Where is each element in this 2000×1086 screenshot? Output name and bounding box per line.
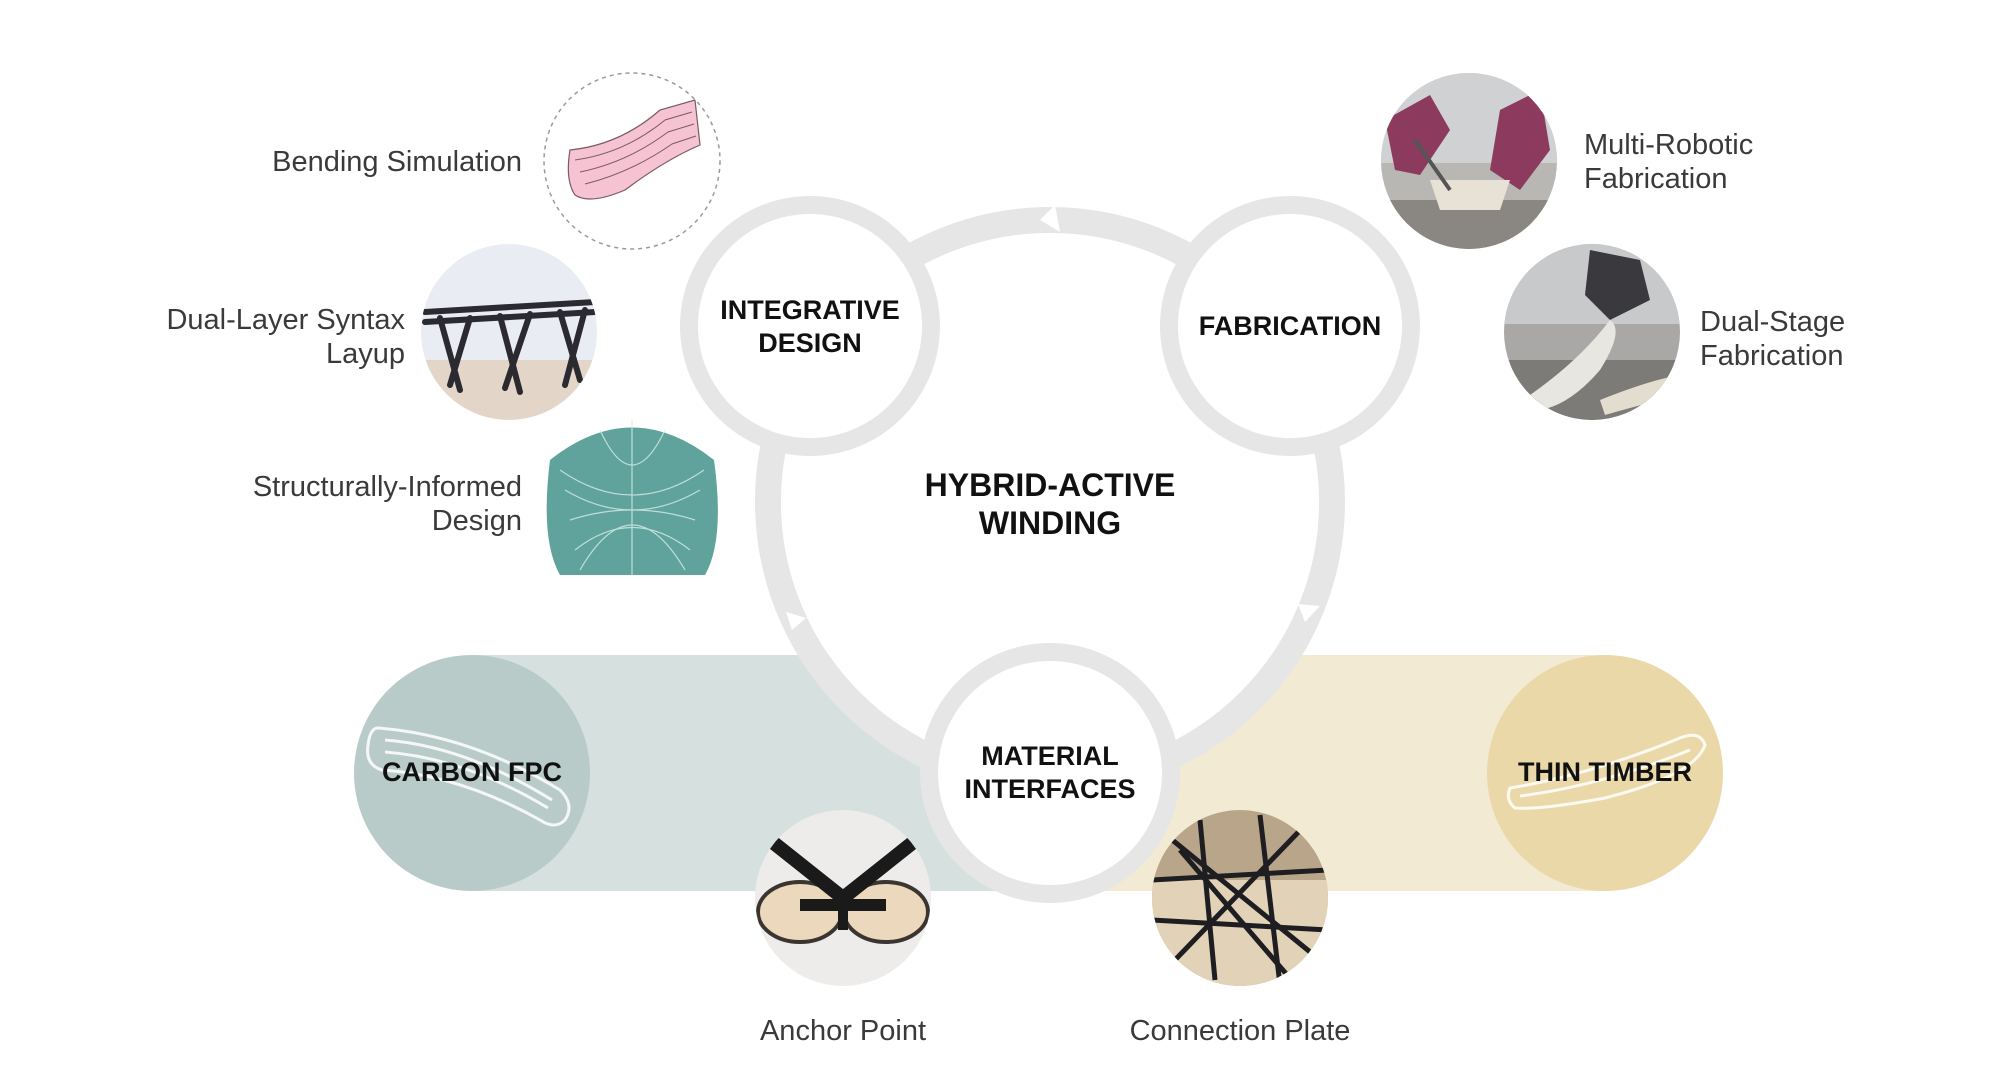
fabrication-label: FABRICATION (1180, 310, 1400, 343)
design-item-syntax: Dual-Layer Syntax Layup (105, 303, 405, 371)
fabrication-item-multi-robotic: Multi-Robotic Fabrication (1584, 128, 1844, 196)
node-fabrication (1160, 196, 1420, 456)
multi-robotic-photo (1381, 73, 1557, 249)
design-item-structural-line1: Structurally-Informed (252, 471, 522, 503)
thin-timber-label: THIN TIMBER (1518, 757, 1692, 787)
syntax-layup-thumbnail (421, 244, 597, 420)
anchor-point-photo (755, 810, 931, 986)
design-item-structural-line2: Design (431, 505, 522, 537)
interface-item-plate-line1: Connection Plate (1129, 1015, 1351, 1047)
design-item-bending: Bending Simulation (222, 145, 522, 179)
integrative-design-line1: INTEGRATIVE (720, 295, 900, 325)
cycle-arrow-icon (1040, 205, 1060, 232)
node-integrative-design (680, 196, 940, 456)
carbon-fiber-icon (366, 726, 571, 827)
integrative-design-label: INTEGRATIVE DESIGN (700, 294, 920, 360)
center-title-line1: HYBRID-ACTIVE (924, 467, 1176, 503)
bending-simulation-thumbnail (543, 72, 721, 250)
material-interfaces-line1: MATERIAL (981, 741, 1119, 771)
cycle-arrow-icon (786, 612, 806, 630)
design-item-syntax-line2: Layup (325, 338, 405, 370)
material-interfaces-label: MATERIAL INTERFACES (940, 740, 1160, 806)
fabrication-item-multi-robotic-line2: Fabrication (1584, 163, 1728, 195)
design-item-structural: Structurally-Informed Design (222, 470, 522, 538)
carbon-fpc-label: CARBON FPC (382, 757, 562, 787)
fabrication-item-dual-stage: Dual-Stage Fabrication (1700, 305, 1960, 373)
cycle-arrow-icon (1298, 604, 1320, 622)
timber-board-icon (1506, 733, 1707, 810)
structural-design-thumbnail (546, 420, 718, 575)
center-title-line2: WINDING (978, 505, 1122, 541)
interface-item-anchor-line1: Anchor Point (759, 1015, 927, 1047)
design-item-syntax-line1: Dual-Layer Syntax (166, 304, 405, 336)
fabrication-item-dual-stage-line1: Dual-Stage (1700, 306, 1846, 338)
material-interfaces-line2: INTERFACES (964, 774, 1136, 804)
dual-stage-photo (1504, 244, 1680, 420)
interface-item-plate: Connection Plate (1090, 1014, 1390, 1048)
fabrication-item-multi-robotic-line1: Multi-Robotic (1584, 129, 1754, 161)
design-item-bending-line1: Bending Simulation (272, 146, 522, 178)
node-material-interfaces (920, 643, 1180, 903)
center-title: HYBRID-ACTIVE WINDING (900, 466, 1200, 542)
fabrication-item-dual-stage-line2: Fabrication (1700, 340, 1844, 372)
integrative-design-line2: DESIGN (758, 328, 862, 358)
connection-plate-photo (1152, 810, 1328, 986)
fabrication-line1: FABRICATION (1198, 311, 1382, 341)
interface-item-anchor: Anchor Point (693, 1014, 993, 1048)
timber-band (1075, 655, 1723, 891)
